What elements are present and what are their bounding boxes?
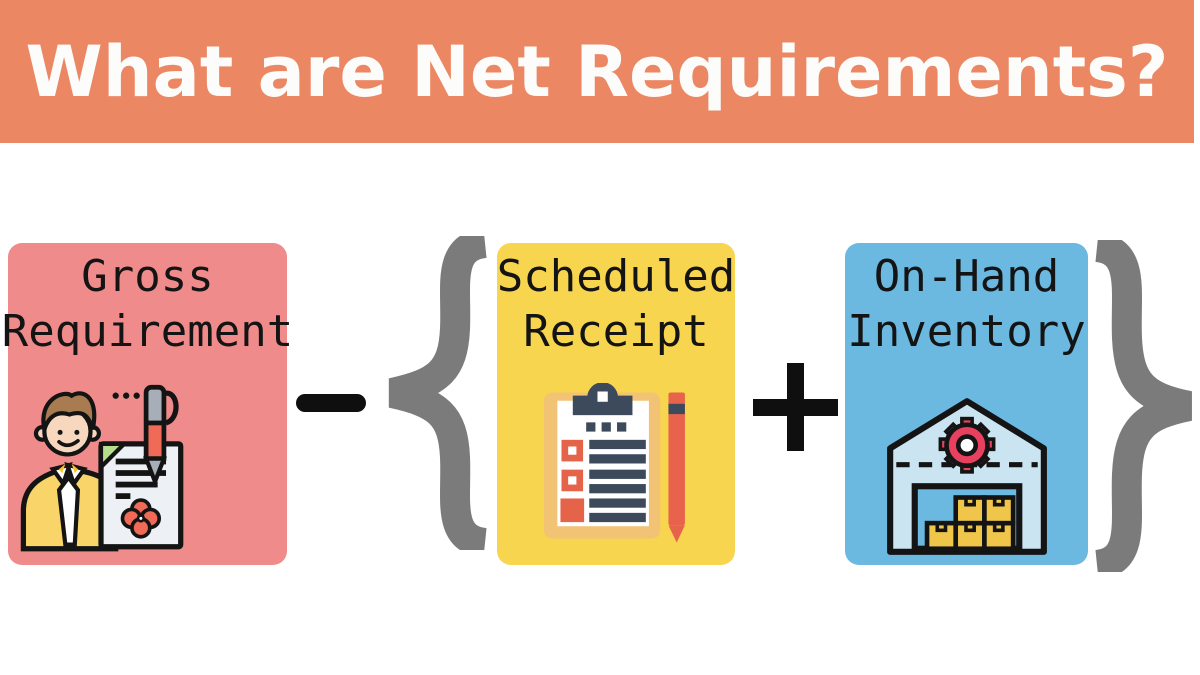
clipboard-clip [572, 383, 633, 416]
gross-requirement-label: Gross Requirement [1, 251, 294, 357]
warehouse-boxes-icon [887, 398, 1047, 555]
page-title: What are Net Requirements? [25, 30, 1169, 113]
inventory-boxes [924, 495, 1016, 552]
checklist-checkboxes [560, 439, 585, 523]
tie [56, 473, 81, 547]
on-hand-inventory-box: On-Hand Inventory [845, 243, 1088, 565]
checklist-lines [589, 439, 646, 523]
scheduled-receipt-box: Scheduled Receipt [497, 243, 735, 565]
plus-operator [753, 363, 838, 451]
on-hand-inventory-label: On-Hand Inventory [847, 251, 1086, 357]
gear-icon [938, 416, 996, 474]
document [98, 441, 184, 550]
minus-operator [296, 394, 366, 412]
clipboard-checklist-icon [544, 383, 685, 543]
hair [41, 391, 97, 438]
pencil [668, 392, 685, 543]
dots [112, 392, 119, 399]
left-curly-brace [388, 236, 488, 550]
header-banner: What are Net Requirements? [0, 0, 1194, 143]
right-curly-brace [1094, 240, 1193, 572]
person-signing-document-icon [20, 384, 184, 552]
pen [143, 384, 179, 488]
flower-seal [120, 498, 162, 539]
scheduled-receipt-label: Scheduled Receipt [496, 251, 736, 357]
gross-requirement-box: Gross Requirement [1, 243, 294, 565]
